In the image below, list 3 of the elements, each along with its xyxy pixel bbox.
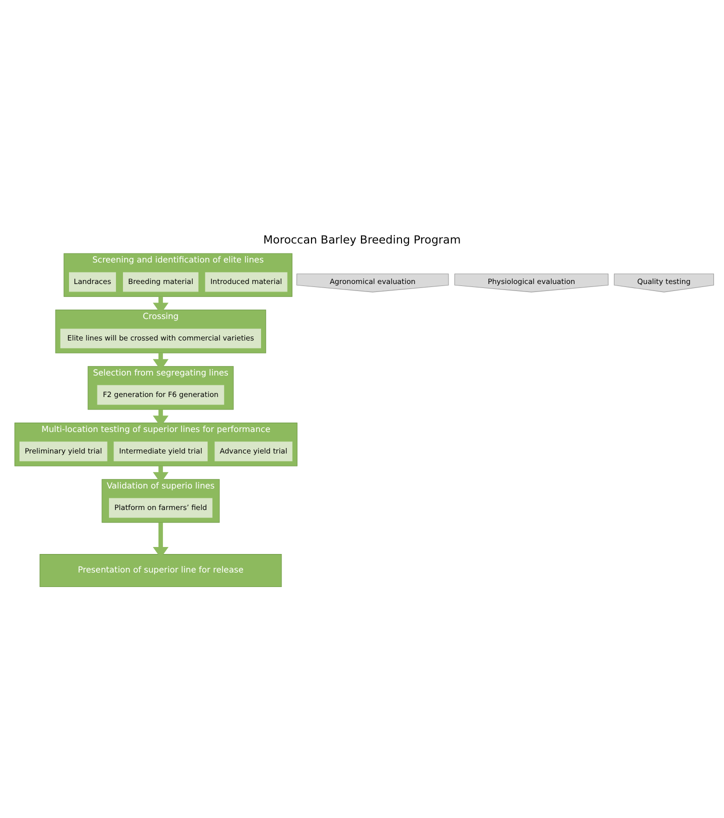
diagram-title: Moroccan Barley Breeding Program bbox=[263, 232, 461, 246]
node-box: Presentation of superior line for release bbox=[40, 554, 282, 587]
arrow bbox=[152, 522, 168, 558]
